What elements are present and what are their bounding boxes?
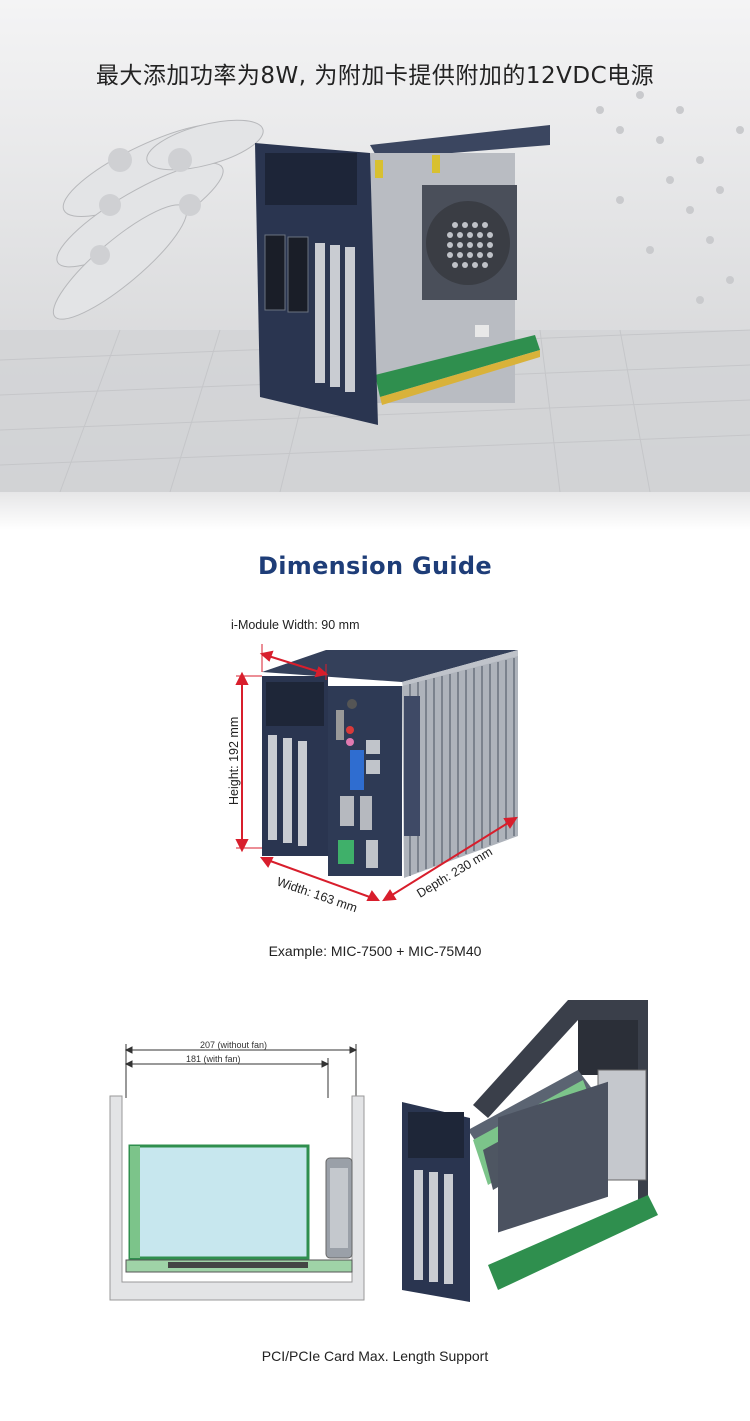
width-label: Width: 163 mm	[275, 875, 359, 916]
product-image-open-chassis	[255, 125, 550, 425]
without-fan-label: 207 (without fan)	[200, 1040, 267, 1050]
module-width-label: i-Module Width: 90 mm	[231, 618, 360, 632]
height-label: Height: 192 mm	[227, 717, 241, 805]
dimension-guide-title: Dimension Guide	[258, 552, 492, 580]
card-support-caption: PCI/PCIe Card Max. Length Support	[261, 1348, 489, 1364]
dimension-diagram: i-Module Width: 90 mm	[227, 618, 518, 916]
hero-fade	[0, 492, 750, 530]
card-installation-image	[402, 1000, 658, 1302]
hero-banner: 最大添加功率为8W, 为附加卡提供附加的12VDC电源	[0, 0, 750, 492]
card-length-diagram: 207 (without fan) 181 (with fan)	[109, 1040, 365, 1301]
hero-title: 最大添加功率为8W, 为附加卡提供附加的12VDC电源	[95, 63, 655, 89]
with-fan-label: 181 (with fan)	[186, 1054, 241, 1064]
example-caption: Example: MIC-7500 + MIC-75M40	[268, 943, 482, 959]
pci-card	[128, 1144, 310, 1260]
